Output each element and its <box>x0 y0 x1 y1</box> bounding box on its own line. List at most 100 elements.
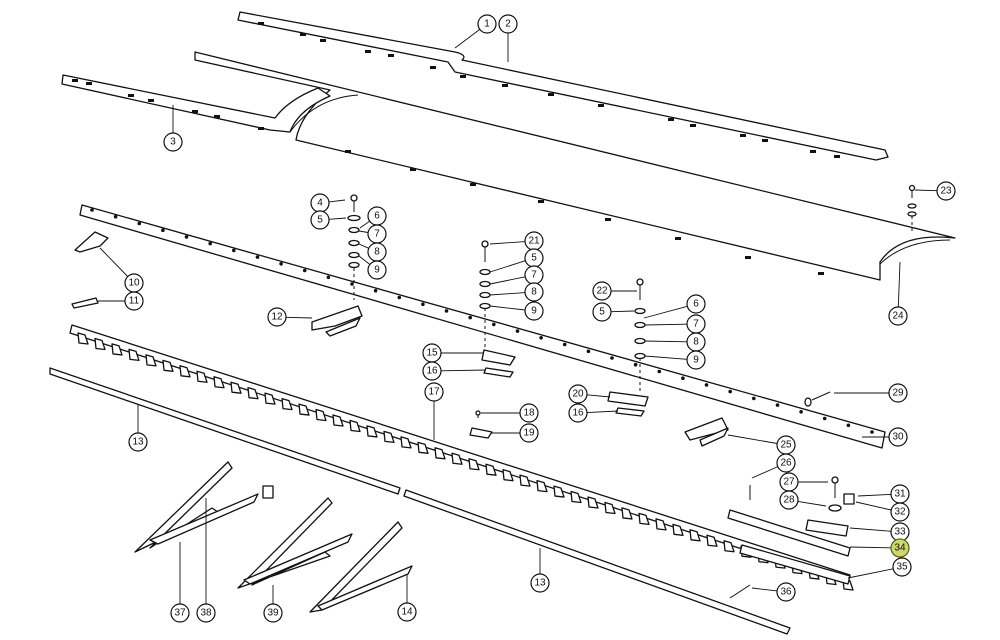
callout-leader <box>328 217 347 220</box>
callout-ring <box>519 423 539 443</box>
callout-ring <box>892 557 912 577</box>
callout-label: 27 <box>783 477 795 488</box>
knife-tooth <box>638 512 650 526</box>
bracket-16a <box>483 367 514 378</box>
callout-leader <box>643 305 688 319</box>
callout-label: 16 <box>426 366 438 377</box>
callout-label: 29 <box>892 388 904 399</box>
callout-ring <box>592 302 612 322</box>
knife-tooth <box>366 425 378 438</box>
callout-label: 5 <box>599 307 605 318</box>
callout-ring <box>519 403 539 423</box>
callout-leader <box>358 230 369 233</box>
callout-ring <box>776 582 796 602</box>
callout-label: 21 <box>528 236 540 247</box>
callout-leader <box>644 355 688 360</box>
callout-ring <box>477 14 497 34</box>
callout-label: 16 <box>572 408 584 419</box>
callout-14: 14 <box>397 575 417 622</box>
assembly-axes <box>353 216 913 392</box>
callout-ring <box>267 307 287 327</box>
callout-21: 21 <box>489 231 544 251</box>
callout-label: 12 <box>271 312 283 323</box>
plate-11 <box>71 297 99 309</box>
bar-hole <box>468 315 473 320</box>
strip-34 <box>727 509 851 557</box>
callout-label: 37 <box>174 608 186 619</box>
bar-hole <box>846 423 851 428</box>
callout-13: 13 <box>530 548 550 593</box>
callout-label: 25 <box>780 440 792 451</box>
callout-leader <box>489 241 526 245</box>
callout-ring <box>888 383 908 403</box>
callout-highlight-ring <box>890 538 910 558</box>
callout-label: 10 <box>128 278 140 289</box>
callout-label: 7 <box>374 229 380 240</box>
callout-20: 20 <box>568 384 611 404</box>
knife-tooth <box>434 447 446 460</box>
callout-label: 11 <box>129 296 140 307</box>
bar-hole <box>657 369 662 374</box>
main-curved-cover <box>194 51 956 281</box>
callout-24: 24 <box>888 261 908 326</box>
bar-hole <box>373 288 378 293</box>
callout-16: 16 <box>568 403 619 423</box>
callout-36: 36 <box>751 582 796 602</box>
knife-tooth <box>111 343 123 356</box>
callout-label: 24 <box>892 311 904 322</box>
callout-leader <box>489 260 526 273</box>
knife-tooth <box>604 501 616 515</box>
callout-35: 35 <box>847 557 912 579</box>
knife-sections <box>69 324 854 591</box>
knife-tooth <box>94 337 106 351</box>
bar-hole <box>208 241 212 246</box>
callout-ring <box>888 427 908 447</box>
callout-label: 26 <box>780 458 792 469</box>
callout-ring <box>779 490 799 510</box>
callout-label: 39 <box>267 608 279 619</box>
callout-27: 27 <box>779 472 828 492</box>
callout-label: 17 <box>428 387 440 398</box>
top-cover-plate <box>237 11 889 161</box>
bar-hole <box>775 403 780 407</box>
callout-label: 13 <box>534 578 546 589</box>
bracket-20 <box>607 391 649 407</box>
callout-30: 30 <box>862 427 908 447</box>
callout-label: 31 <box>894 489 906 500</box>
callout-ring <box>686 350 706 370</box>
callout-label: 19 <box>523 428 535 439</box>
knife-tooth <box>145 354 157 367</box>
callout-8: 8 <box>644 332 706 352</box>
callout-label: 32 <box>894 507 906 518</box>
callout-leader <box>751 466 778 479</box>
callout-ring <box>124 291 144 311</box>
knife-tooth <box>672 523 684 536</box>
callout-ring <box>367 260 387 280</box>
callout-label: 8 <box>374 247 380 258</box>
callout-ring <box>128 432 148 452</box>
callout-37: 37 <box>170 542 190 623</box>
callout-26: 26 <box>751 453 796 479</box>
callout-ring <box>397 602 417 622</box>
knife-tooth <box>502 469 514 482</box>
nut-38 <box>262 485 274 499</box>
callout-leader <box>586 394 611 398</box>
knife-tooth <box>230 381 242 394</box>
callout-leader <box>857 493 892 497</box>
knife-tooth <box>264 392 276 405</box>
bar-hole <box>302 268 307 273</box>
knife-tooth <box>468 458 480 471</box>
knife-tooth <box>298 403 310 416</box>
callout-leader <box>440 369 487 372</box>
callout-32: 32 <box>855 501 910 522</box>
callout-leader <box>847 568 894 579</box>
bar-hole <box>799 410 803 414</box>
callout-ring <box>524 282 544 302</box>
callout-label: 33 <box>894 527 906 538</box>
callout-leader <box>644 323 688 326</box>
bar-hole <box>728 389 732 394</box>
callout-4: 4 <box>310 193 346 213</box>
knife-tooth <box>179 365 191 378</box>
